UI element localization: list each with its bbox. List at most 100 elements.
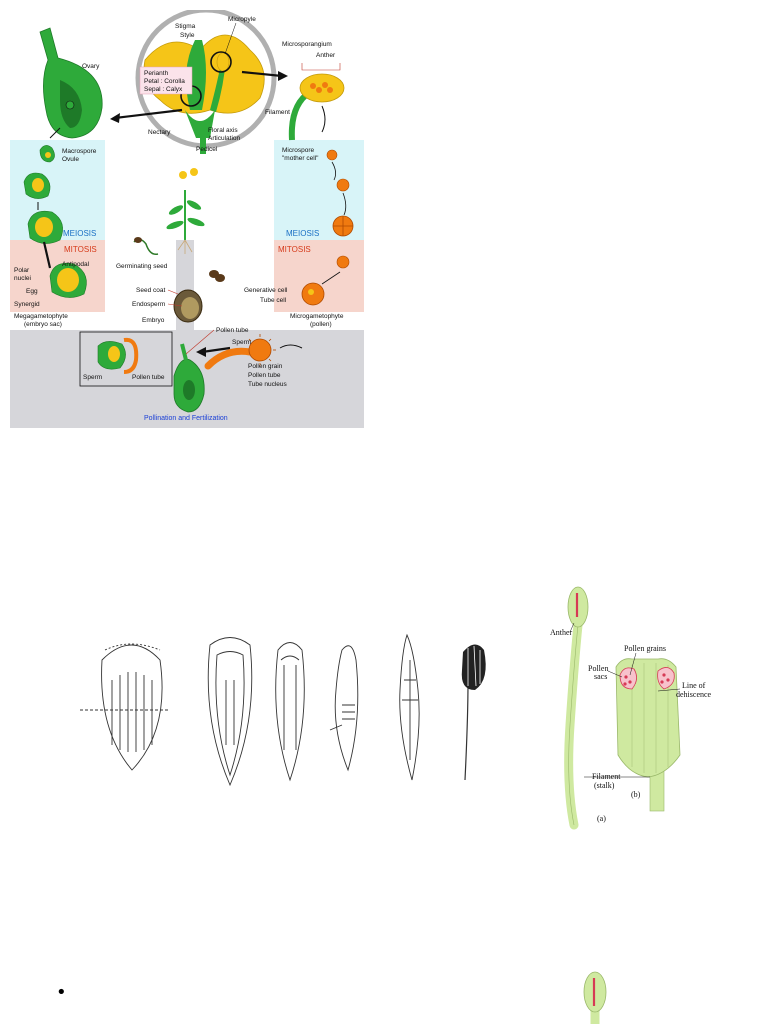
inset-pollen-tube xyxy=(123,337,139,374)
anther-cross-sections-figure xyxy=(80,620,510,795)
plant-flower-1 xyxy=(179,171,187,179)
section-6-anther-lines xyxy=(467,645,481,687)
inset-box xyxy=(79,331,173,387)
label-pollen-tube-right: Pollen tube xyxy=(248,372,281,379)
perianth-box xyxy=(139,66,193,95)
arrow-male-3 xyxy=(321,271,341,285)
section-4 xyxy=(329,645,359,772)
microspore-cell-3 xyxy=(336,255,350,269)
label-synergid: Synergid xyxy=(14,301,40,308)
label-articulation: Articulation xyxy=(208,135,241,142)
anther-pollen-dots xyxy=(310,82,333,93)
label-microspore-1: Microspore xyxy=(282,147,315,154)
label-generative-cell: Generative cell xyxy=(244,287,288,294)
label-embryo-sac: (embryo sac) xyxy=(24,321,62,328)
label-pollen-sacs-1: Pollen xyxy=(588,664,608,673)
label-filament-1: Filament xyxy=(592,772,621,781)
leader-pollen-grains xyxy=(629,652,637,676)
label-megagametophyte: Megagametophyte xyxy=(14,313,68,320)
leader-seed-coat xyxy=(167,289,179,295)
arrow-ovary-down xyxy=(49,127,61,139)
ovule-dot xyxy=(65,100,75,110)
ovary-shape xyxy=(39,27,103,139)
label-line-dehiscence-1: Line of xyxy=(682,681,706,690)
filament-stalk xyxy=(288,89,312,141)
label-macrospore: Macrospore xyxy=(62,148,97,155)
label-female-mitosis: MITOSIS xyxy=(64,245,97,254)
pollen-grain-dots xyxy=(623,673,670,686)
pollen-tube-growth xyxy=(204,347,254,370)
label-anther: Anther xyxy=(550,628,573,637)
embryo-sac-interior xyxy=(57,268,79,292)
arrowhead-ovary xyxy=(110,113,120,123)
label-seed-coat: Seed coat xyxy=(136,287,165,294)
seed-2 xyxy=(215,274,225,282)
label-polar-nuclei-1: Polar xyxy=(14,267,30,274)
label-anther: Anther xyxy=(316,52,336,59)
label-micropyle: Micropyle xyxy=(228,16,256,23)
life-cycle-diagram: Stigma Style Micropyle Perianth Petal : … xyxy=(10,7,364,428)
list-bullet: • xyxy=(56,982,67,1003)
stamen-diagram: Anther (a) Pollen grains Pollen sacs Lin… xyxy=(550,586,712,830)
fertilized-chamber xyxy=(183,380,195,400)
arrowhead-anther xyxy=(278,71,288,81)
label-ovule: Ovule xyxy=(62,156,79,163)
section-2 xyxy=(207,637,253,787)
label-sperm-right: Sperm xyxy=(232,339,251,346)
leader-pollen-tube-top xyxy=(185,329,215,355)
label-male-mitosis: MITOSIS xyxy=(278,245,311,254)
label-female-meiosis: MEIOSIS xyxy=(63,229,96,238)
label-pollen-sacs-2: sacs xyxy=(594,672,607,681)
anther-magnifier-circle xyxy=(210,51,232,73)
pollen-grain-spikes xyxy=(248,334,276,366)
macrospore-cell-3 xyxy=(35,217,53,237)
label-floral-axis: Floral axis xyxy=(208,127,238,134)
leader-endosperm xyxy=(167,303,183,307)
arrowhead-fertilization xyxy=(196,347,206,357)
arrow-male-1 xyxy=(331,161,336,181)
label-male-meiosis: MEIOSIS xyxy=(286,229,319,238)
leader-anther xyxy=(569,622,575,633)
stamen-thumbnail-figure xyxy=(570,970,620,1024)
inset-embryo-sac xyxy=(108,346,120,362)
section-6-anther xyxy=(461,644,486,690)
label-stigma: Stigma xyxy=(175,23,196,30)
stamen-structure-figure: Anther (a) Pollen grains Pollen sacs Lin… xyxy=(540,585,720,830)
label-tube-nucleus: Tube nucleus xyxy=(248,381,288,388)
anther-shape xyxy=(299,73,345,103)
arrow-to-fertilization xyxy=(201,346,231,354)
label-a: (a) xyxy=(597,814,606,823)
label-sperm-left: Sperm xyxy=(83,374,102,381)
plant-roots xyxy=(177,239,193,254)
flower-anther xyxy=(216,52,230,72)
flower-receptacle xyxy=(185,110,215,138)
anther-sections-drawing xyxy=(80,633,486,787)
leader-pollen-sacs xyxy=(607,670,623,678)
microspore-cell-2 xyxy=(336,178,350,192)
label-filament: Filament xyxy=(265,109,290,116)
label-ovary: Ovary xyxy=(82,63,100,70)
arrow-pollen-in xyxy=(279,344,303,349)
label-tube-cell: Tube cell xyxy=(260,297,287,304)
stamen-thumbnail-drawing xyxy=(583,971,607,1024)
label-pedicel: Pedicel xyxy=(196,146,218,153)
label-polar-nuclei-2: nuclei xyxy=(14,275,31,282)
anther-bracket xyxy=(301,63,341,71)
label-microsporangium: Microsporangium xyxy=(282,41,332,48)
plant-leaves xyxy=(166,200,205,230)
label-embryo: Embryo xyxy=(142,317,165,324)
arrow-to-anther xyxy=(241,70,283,78)
label-microgametophyte: Microgametophyte xyxy=(290,313,344,320)
plant-flower-2 xyxy=(190,168,198,176)
label-pollen: (pollen) xyxy=(310,321,332,328)
section-1 xyxy=(80,643,170,771)
macrospore-cell-1 xyxy=(45,152,51,158)
pollen-grain-germinating xyxy=(248,338,272,362)
section-5 xyxy=(399,633,420,781)
label-nectary: Nectary xyxy=(148,129,171,136)
label-antipodal: Antipodal xyxy=(62,261,90,268)
fertilized-style xyxy=(180,343,188,361)
stamen-a-outline xyxy=(568,624,579,826)
arrow-female-mitosis xyxy=(42,241,52,269)
label-petal: Petal : Corolla xyxy=(144,78,185,85)
